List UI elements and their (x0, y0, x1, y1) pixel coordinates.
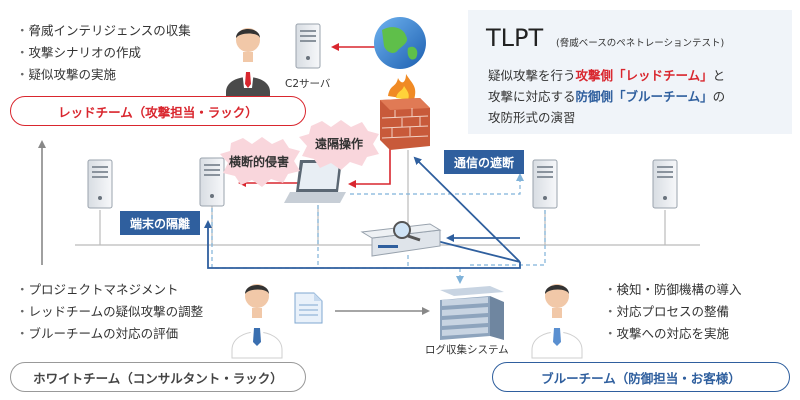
log-system-label: ログ収集システム (425, 344, 509, 356)
white-team-person-icon (231, 284, 283, 359)
server-icon (199, 157, 225, 207)
blue-team-label: ブルーチーム（防御担当・お客様） (492, 362, 790, 392)
tlpt-line-1-a: 疑似攻撃を行う (488, 68, 576, 83)
laptop-icon (284, 160, 346, 203)
burst-shape (220, 137, 300, 187)
tlpt-callout: TLPT (脅威ベースのペネトレーションテスト) 疑似攻撃を行う攻撃側「レッドチ… (468, 10, 792, 134)
c2-server-icon (295, 23, 321, 69)
blue-team-bullet: 検知・防御機構の導入 (604, 279, 742, 298)
tlpt-title: TLPT (486, 24, 544, 52)
red-team-bullet: 疑似攻撃の実施 (16, 64, 117, 83)
block-communication-label: 通信の遮断 (444, 150, 524, 174)
red-team-label: レッドチーム（攻撃担当・ラック） (10, 96, 306, 126)
tlpt-line-1: 疑似攻撃を行う攻撃側「レッドチーム」と (488, 65, 725, 84)
isolate-terminal-label: 端末の隔離 (120, 211, 200, 235)
tlpt-subtitle: (脅威ベースのペネトレーションテスト) (556, 38, 725, 49)
blue-defense-arrows (204, 156, 521, 269)
white-team-bullet: レッドチームの疑似攻撃の調整 (16, 301, 204, 320)
tlpt-line-2-b: 防御側「ブルーチーム」 (575, 89, 713, 104)
red-team-bullet: 脅威インテリジェンスの収集 (16, 20, 191, 39)
tlpt-line-2-c: の (712, 89, 726, 104)
blue-team-person-icon (531, 284, 583, 359)
white-team-bullet: ブルーチームの対応の評価 (16, 323, 179, 342)
server-icon (532, 159, 558, 209)
log-collection-system-icon (440, 286, 504, 340)
internet-globe-icon (374, 17, 426, 69)
red-team-person-icon (226, 28, 270, 98)
white-team-bullet: プロジェクトマネジメント (16, 279, 179, 298)
tlpt-line-2-a: 攻撃に対応する (488, 89, 576, 104)
red-team-bullet: 攻撃シナリオの作成 (16, 42, 142, 61)
ids-sensor-icon (360, 221, 442, 257)
blue-team-bullet: 対応プロセスの整備 (604, 301, 730, 320)
server-icon (87, 159, 113, 209)
server-icon (652, 159, 678, 209)
tlpt-line-1-c: と (712, 68, 726, 83)
c2-server-label: C2サーバ (285, 78, 331, 90)
remote-operation-label: 遠隔操作 (315, 137, 364, 151)
blue-team-bullet: 攻撃への対応を実施 (604, 323, 730, 342)
tlpt-line-2: 攻撃に対応する防御側「ブルーチーム」の (488, 86, 725, 105)
white-team-label: ホワイトチーム（コンサルタント・ラック） (10, 362, 306, 392)
log-flow-lines (211, 173, 546, 284)
lateral-movement-label: 横断的侵害 (229, 155, 290, 169)
document-icon (294, 292, 323, 324)
firewall-icon (380, 74, 430, 150)
burst-shape (299, 120, 379, 170)
tlpt-line-3: 攻防形式の演習 (488, 110, 576, 125)
tlpt-line-1-b: 攻撃側「レッドチーム」 (575, 68, 713, 83)
